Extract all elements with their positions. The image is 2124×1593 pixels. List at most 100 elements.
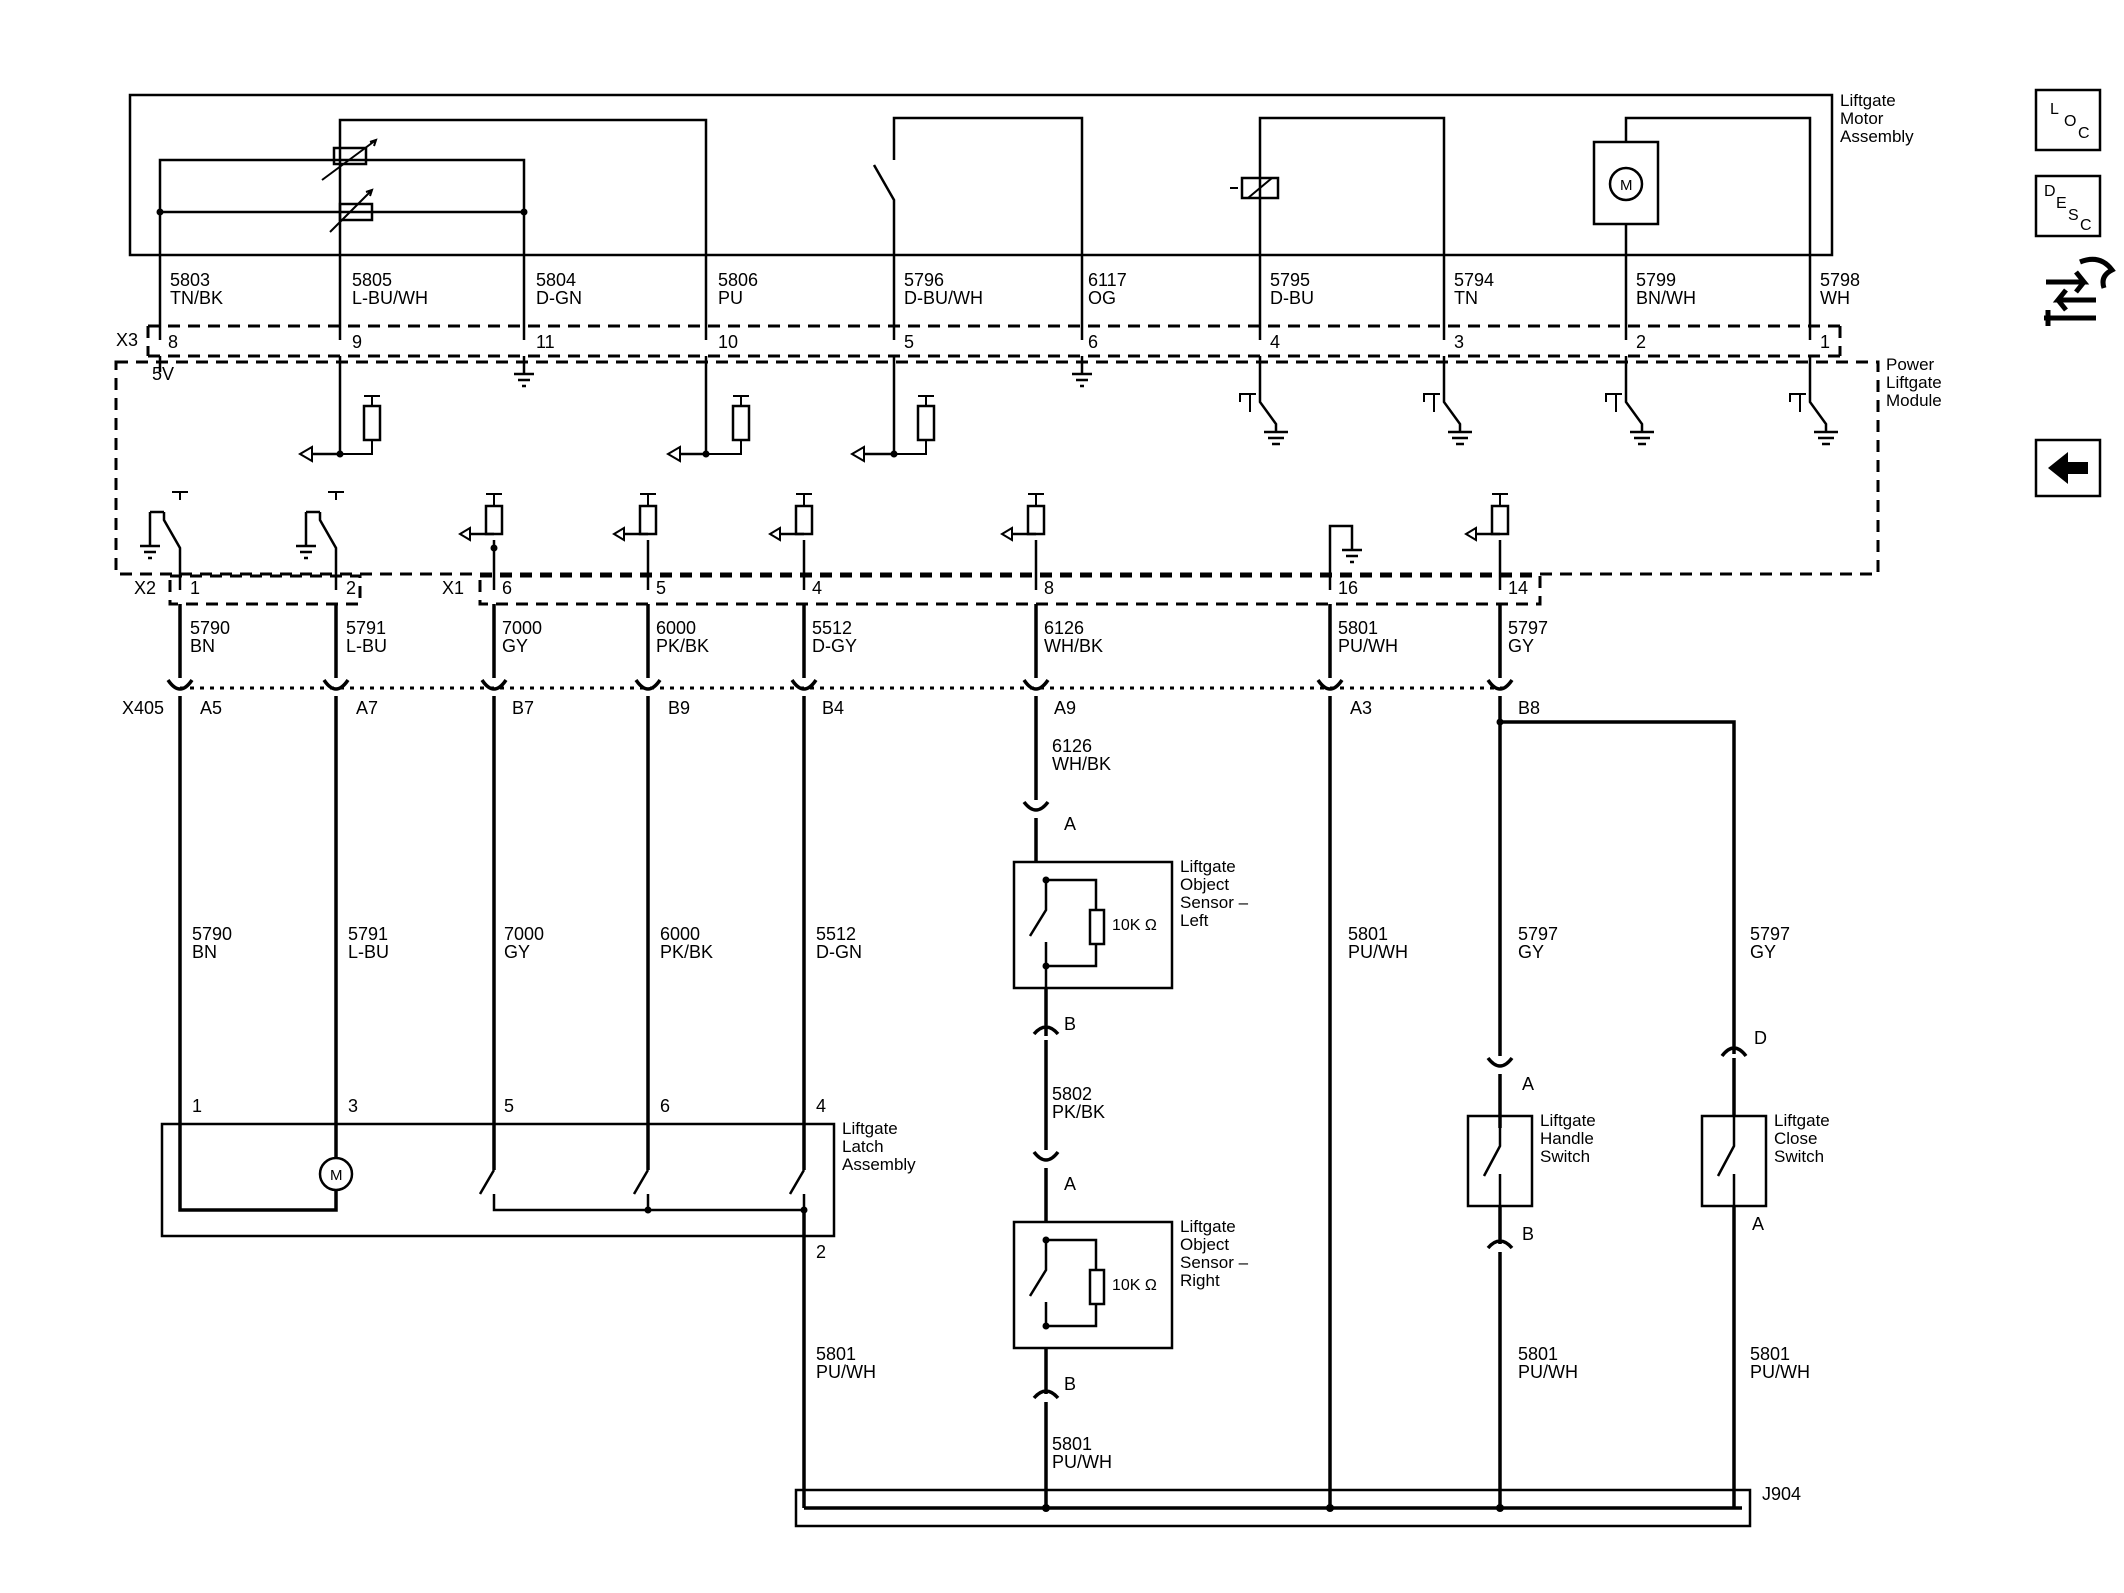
pin-label: 5: [656, 578, 666, 598]
resistor-value: 10K Ω: [1112, 917, 1157, 934]
x3-label: X3: [116, 330, 138, 350]
wire-label-circuit: 6126: [1052, 736, 1092, 756]
wire-label-color: TN/BK: [170, 288, 223, 308]
pin-label: 4: [1270, 332, 1280, 352]
wire-label-color: GY: [1518, 942, 1544, 962]
wire-label-circuit: 5801: [816, 1344, 856, 1364]
desc-letter: C: [2080, 217, 2092, 234]
terminal-label: B4: [822, 698, 844, 718]
wire-label-circuit: 5803: [170, 270, 210, 290]
pin-label: 3: [1454, 332, 1464, 352]
pin-label: 6: [1088, 332, 1098, 352]
module-label-3: Module: [1886, 391, 1942, 410]
pin-label: 9: [352, 332, 362, 352]
wire-label-color: PU/WH: [1518, 1362, 1578, 1382]
module-label-1: Power: [1886, 355, 1935, 374]
motor-symbol: M: [330, 1167, 343, 1184]
terminal-label: B: [1064, 1374, 1076, 1394]
wire-label-color: BN: [192, 942, 217, 962]
terminal-label: A9: [1054, 698, 1076, 718]
resistor-value: 10K Ω: [1112, 1277, 1157, 1294]
pin-label: 2: [346, 578, 356, 598]
x2-x1-connectors: X2 X1 1 2 6 5 4 8 16 14: [134, 574, 1542, 606]
description-button[interactable]: D E S C: [2034, 174, 2102, 238]
wire-label-color: D-GN: [536, 288, 582, 308]
sensor-left-label-2: Object: [1180, 875, 1229, 894]
wire-label-circuit: 5795: [1270, 270, 1310, 290]
wire-label-color: PK/BK: [1052, 1102, 1105, 1122]
wire-label-circuit: 5801: [1052, 1434, 1092, 1454]
latch-label-3: Assembly: [842, 1155, 916, 1174]
wire-label-color: PU/WH: [1052, 1452, 1112, 1472]
handle-switch-label-3: Switch: [1540, 1147, 1590, 1166]
wire-label-circuit: 6126: [1044, 618, 1084, 638]
terminal-label: B7: [512, 698, 534, 718]
terminal-label: A5: [200, 698, 222, 718]
wire-label-color: D-BU/WH: [904, 288, 983, 308]
wire-label-circuit: 5798: [1820, 270, 1860, 290]
wire-label-circuit: 5791: [348, 924, 388, 944]
wire-label-color: L-BU/WH: [352, 288, 428, 308]
wire-label-color: OG: [1088, 288, 1116, 308]
top-wire-labels: 5803 TN/BK 5805 L-BU/WH 5804 D-GN 5806 P…: [170, 270, 1860, 308]
wire-label-circuit: 5802: [1052, 1084, 1092, 1104]
j904-splice-pack: J904: [794, 1484, 1801, 1528]
wire-label-circuit: 5790: [190, 618, 230, 638]
wire-label-circuit: 5791: [346, 618, 386, 638]
module-label-2: Liftgate: [1886, 373, 1942, 392]
x2-label: X2: [134, 578, 156, 598]
location-button[interactable]: L O C: [2034, 88, 2102, 152]
wire-label-circuit: 5801: [1348, 924, 1388, 944]
wire-label-circuit: 5797: [1518, 924, 1558, 944]
terminal-label: B9: [668, 698, 690, 718]
latch-label-1: Liftgate: [842, 1119, 898, 1138]
clutch-circuit: [1258, 116, 1446, 340]
wire-label-circuit: 5806: [718, 270, 758, 290]
arrow-left-icon: [2048, 452, 2088, 484]
potentiometer-1: [332, 146, 368, 166]
wire-label-circuit: 5512: [812, 618, 852, 638]
pin-label: 2: [816, 1242, 826, 1262]
wire-label-circuit: 5801: [1338, 618, 1378, 638]
back-button[interactable]: [2034, 438, 2102, 498]
wire-label-circuit: 5796: [904, 270, 944, 290]
x405-label: X405: [122, 698, 164, 718]
loc-letter: L: [2050, 101, 2059, 118]
wire-label-circuit: 6000: [660, 924, 700, 944]
handle-switch-label-2: Handle: [1540, 1129, 1594, 1148]
wire-label-circuit: 5799: [1636, 270, 1676, 290]
wire-label-circuit: 5805: [352, 270, 392, 290]
wire-label-color: L-BU: [348, 942, 389, 962]
terminal-label: A: [1064, 1174, 1076, 1194]
wire-label-circuit: 5797: [1508, 618, 1548, 638]
pin-label: 1: [1820, 332, 1830, 352]
x1-label: X1: [442, 578, 464, 598]
sensor-left-label-3: Sensor –: [1180, 893, 1249, 912]
terminal-label: A7: [356, 698, 378, 718]
motor-assembly-label-3: Assembly: [1840, 127, 1914, 146]
wire-label-color: GY: [1508, 636, 1534, 656]
pin-label: 10: [718, 332, 738, 352]
pin-label: 5: [504, 1096, 514, 1116]
wire-label-color: WH/BK: [1052, 754, 1111, 774]
liftgate-close-switch: D Liftgate Close Switch A: [1700, 1028, 1830, 1508]
sensor-left-label-4: Left: [1180, 911, 1209, 930]
desc-letter: E: [2056, 195, 2067, 212]
terminal-label: B: [1522, 1224, 1534, 1244]
connector-tool-icon[interactable]: [2044, 256, 2116, 326]
wire-label-circuit: 7000: [504, 924, 544, 944]
wire-label-color: D-GN: [816, 942, 862, 962]
wire-label-color: TN: [1454, 288, 1478, 308]
pin-label: 8: [1044, 578, 1054, 598]
terminal-label: A3: [1350, 698, 1372, 718]
wire-label-color: WH: [1820, 288, 1850, 308]
wire-label-color: PK/BK: [660, 942, 713, 962]
motor-wires: [1624, 116, 1812, 340]
j904-label: J904: [1762, 1484, 1801, 1504]
terminal-label: A: [1752, 1214, 1764, 1234]
sensor-right-label-2: Object: [1180, 1235, 1229, 1254]
pin-label: 4: [812, 578, 822, 598]
wire-label-circuit: 5801: [1750, 1344, 1790, 1364]
pin-label: 1: [190, 578, 200, 598]
